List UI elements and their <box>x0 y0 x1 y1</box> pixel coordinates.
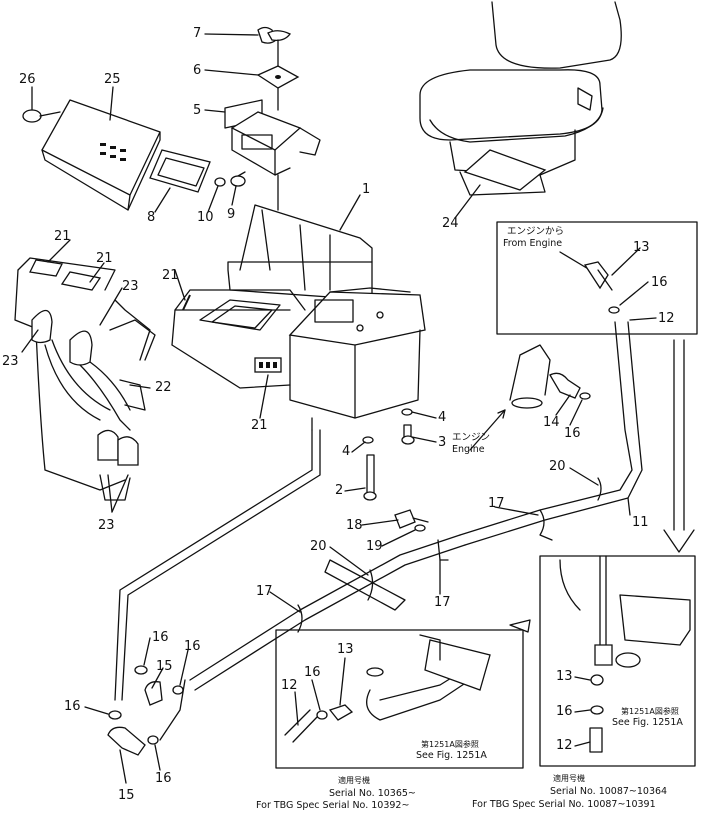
serial-right-1: Serial No. 10087~10364 <box>550 786 668 797</box>
engine-pipe <box>509 344 591 409</box>
callout-12a: 12 <box>658 311 675 326</box>
operator-seat <box>419 1 622 196</box>
callout-16g: 16 <box>304 665 321 680</box>
callout-16c: 16 <box>152 630 169 645</box>
callout-20b: 20 <box>310 539 327 554</box>
callout-22: 22 <box>155 380 172 395</box>
callout-17a: 17 <box>488 496 505 511</box>
washer-19 <box>414 524 426 532</box>
callout-17c: 17 <box>256 584 273 599</box>
serial-left-2: For TBG Spec Serial No. 10392~ <box>256 800 410 811</box>
washer-6 <box>256 65 300 89</box>
callout-11: 11 <box>632 515 649 530</box>
serial-left-jp: 適用号機 <box>338 776 370 785</box>
callout-16f: 16 <box>155 771 172 786</box>
callout-24: 24 <box>442 216 459 231</box>
callout-8: 8 <box>147 210 156 225</box>
callout-13c: 13 <box>556 669 573 684</box>
callout-21a: 21 <box>54 229 71 244</box>
callout-13b: 13 <box>337 642 354 657</box>
washer-4a <box>362 436 374 444</box>
nut-10 <box>214 177 226 187</box>
callout-16e: 16 <box>64 699 81 714</box>
inset-from-engine <box>496 221 698 335</box>
callout-25: 25 <box>104 72 121 87</box>
callout-2: 2 <box>335 483 344 498</box>
callout-4a: 4 <box>438 410 447 425</box>
callout-21b: 21 <box>96 251 113 266</box>
leader-lines <box>21 33 657 784</box>
callout-16a: 16 <box>651 275 668 290</box>
callout-23b: 23 <box>2 354 19 369</box>
callout-6: 6 <box>193 63 202 78</box>
see-fig-jp-1: 第1251A図参照 <box>421 740 479 749</box>
console-1 <box>171 204 426 431</box>
callout-14: 14 <box>543 415 560 430</box>
from-engine-label: From Engine <box>503 238 563 249</box>
callout-26: 26 <box>19 72 36 87</box>
serial-right-2: For TBG Spec Serial No. 10087~10391 <box>472 799 656 810</box>
callout-16d: 16 <box>184 639 201 654</box>
serial-right-jp: 適用号機 <box>553 774 585 783</box>
callout-21c: 21 <box>162 268 179 283</box>
duct-assembly <box>14 257 156 501</box>
engine-arrow <box>469 409 506 451</box>
callout-15a: 15 <box>156 659 173 674</box>
callout-20a: 20 <box>549 459 566 474</box>
from-engine-jp: エンジンから <box>507 226 565 237</box>
stay-20 <box>324 559 406 611</box>
bolt-2 <box>363 454 377 501</box>
knob-26 <box>22 109 61 123</box>
inset-bottom-center <box>275 629 524 769</box>
callout-12c: 12 <box>556 738 573 753</box>
callout-16h: 16 <box>556 704 573 719</box>
serial-left-1: Serial No. 10365~ <box>329 788 416 799</box>
callout-5: 5 <box>193 103 202 118</box>
bolt-3 <box>401 424 415 445</box>
switch-block-21 <box>254 357 282 373</box>
inset-arrow <box>509 619 531 633</box>
washer-4b <box>401 408 413 416</box>
callout-13a: 13 <box>633 240 650 255</box>
callout-7: 7 <box>193 26 202 41</box>
wing-nut-7 <box>257 26 291 44</box>
inset-bottom-right <box>539 555 696 767</box>
callout-12b: 12 <box>281 678 298 693</box>
callout-18: 18 <box>346 518 363 533</box>
callout-9: 9 <box>227 207 236 222</box>
callout-19: 19 <box>366 539 383 554</box>
callout-23a: 23 <box>122 279 139 294</box>
callout-23c: 23 <box>98 518 115 533</box>
fittings-15-16 <box>107 665 184 756</box>
bolt-18 <box>394 509 429 529</box>
callout-16b: 16 <box>564 426 581 441</box>
callout-21d: 21 <box>251 418 268 433</box>
cover-8 <box>149 149 211 193</box>
panel-plate-25 <box>41 99 161 211</box>
see-fig-1: See Fig. 1251A <box>416 750 487 761</box>
engine-label: Engine <box>452 444 485 455</box>
callout-4b: 4 <box>342 444 351 459</box>
arrow-down <box>663 339 695 553</box>
see-fig-2: See Fig. 1251A <box>612 717 683 728</box>
hose-12-11 <box>189 321 643 691</box>
see-fig-jp-2: 第1251A図参照 <box>621 707 679 716</box>
callout-17b: 17 <box>434 595 451 610</box>
gauge-5 <box>224 99 321 176</box>
callout-1: 1 <box>362 182 371 197</box>
callout-10: 10 <box>197 210 214 225</box>
callout-3: 3 <box>438 435 447 450</box>
bolt-9 <box>230 171 246 187</box>
callout-15b: 15 <box>118 788 135 803</box>
engine-jp: エンジン <box>452 432 491 443</box>
